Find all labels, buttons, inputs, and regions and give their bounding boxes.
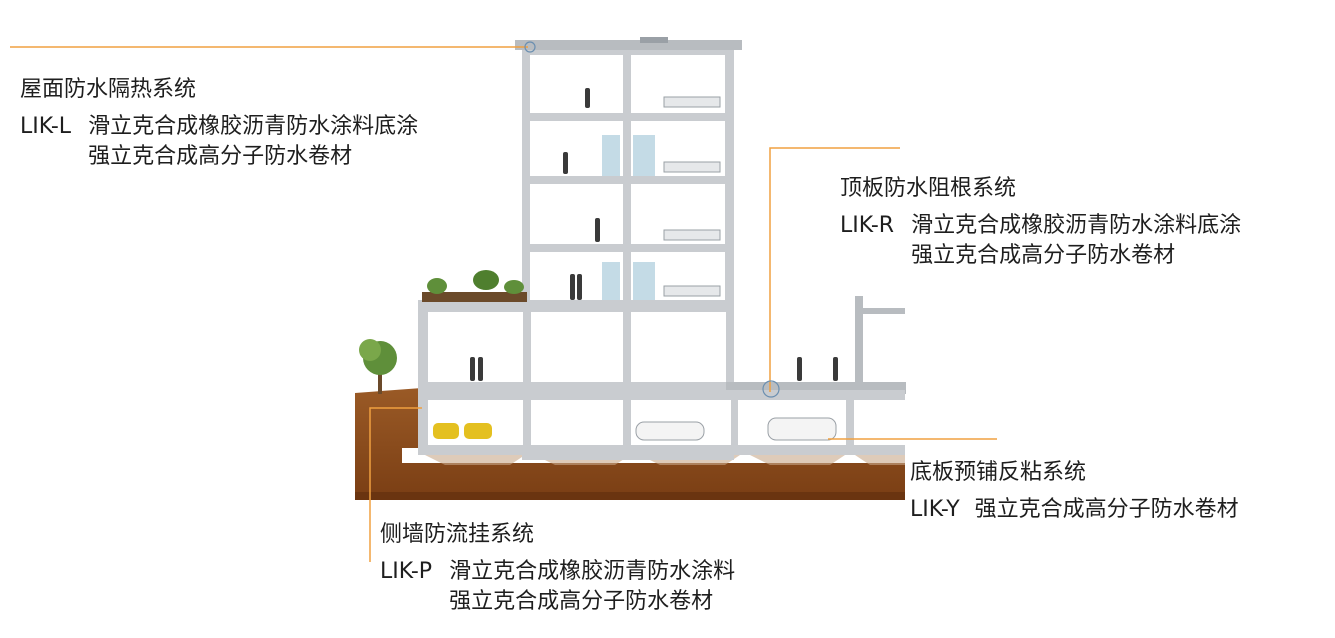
- side-wall-line1: 滑立克合成橡胶沥青防水涂料: [449, 559, 736, 584]
- top-slab-code: LIK-R: [840, 213, 895, 238]
- tree: [359, 339, 397, 394]
- top-slab-title: 顶板防水阻根系统: [840, 176, 1017, 201]
- side-wall-code: LIK-P: [380, 559, 433, 584]
- bottom-slab-code: LIK-Y: [910, 497, 960, 522]
- side-wall-line2: 强立克合成高分子防水卷材: [449, 589, 714, 614]
- top-slab-line1: 滑立克合成橡胶沥青防水涂料底涂: [911, 213, 1242, 238]
- basement: [418, 390, 905, 455]
- top-slab-callout: 顶板防水阻根系统 LIK-R 滑立克合成橡胶沥青防水涂料底涂 强立克合成高分子防…: [840, 175, 1241, 271]
- roof-system-line2: 强立克合成高分子防水卷材: [88, 144, 353, 169]
- roof-system-code: LIK-L: [20, 114, 72, 139]
- bottom-slab-callout: 底板预铺反粘系统 LIK-Y 强立克合成高分子防水卷材: [910, 459, 1239, 525]
- top-slab-line2: 强立克合成高分子防水卷材: [911, 243, 1176, 268]
- side-wall-callout: 侧墙防流挂系统 LIK-P 滑立克合成橡胶沥青防水涂料 强立克合成高分子防水卷材: [380, 521, 735, 617]
- roof-system-line1: 滑立克合成橡胶沥青防水涂料底涂: [88, 114, 419, 139]
- people: [470, 88, 838, 381]
- roof-system-callout: 屋面防水隔热系统 LIK-L 滑立克合成橡胶沥青防水涂料底涂 强立克合成高分子防…: [20, 76, 418, 172]
- bottom-slab-line1: 强立克合成高分子防水卷材: [974, 497, 1239, 522]
- furniture: [663, 96, 721, 297]
- leader-lines: [10, 46, 997, 562]
- roof-system-title: 屋面防水隔热系统: [20, 77, 197, 102]
- leader-markers: [524, 41, 780, 398]
- bottom-slab-title: 底板预铺反粘系统: [910, 460, 1087, 485]
- side-wall-title: 侧墙防流挂系统: [380, 522, 535, 547]
